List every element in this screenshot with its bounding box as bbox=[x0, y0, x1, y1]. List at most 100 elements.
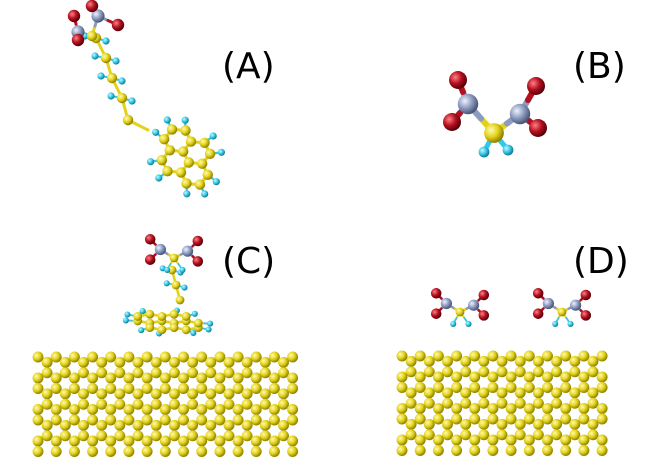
carbon-atom bbox=[405, 397, 417, 409]
carbon-atom bbox=[178, 351, 189, 363]
carbon-atom bbox=[396, 382, 408, 393]
carbon-atom bbox=[432, 403, 444, 414]
carbon-atom bbox=[268, 351, 280, 363]
carbon-atom bbox=[178, 414, 189, 426]
carbon-atom bbox=[123, 414, 135, 426]
carbon-atom bbox=[569, 418, 581, 430]
carbon-atom bbox=[542, 413, 553, 425]
hydrogen-atom bbox=[179, 266, 186, 273]
carbon-atom bbox=[396, 445, 408, 456]
carbon-atom bbox=[50, 435, 62, 447]
carbon-atom bbox=[268, 383, 280, 394]
carbon-atom bbox=[532, 429, 544, 441]
carbon-atom bbox=[157, 311, 167, 321]
carbon-atom bbox=[442, 387, 453, 399]
hydrogen-atom bbox=[567, 320, 574, 327]
carbon-atom bbox=[114, 356, 126, 368]
hydrogen-atom bbox=[181, 116, 189, 124]
panel-label-d: (D) bbox=[573, 241, 629, 282]
carbon-atom bbox=[181, 311, 191, 321]
hydrogen-atom bbox=[124, 311, 131, 318]
carbon-atom bbox=[197, 158, 208, 169]
carbon-atom bbox=[487, 445, 499, 456]
carbon-atom bbox=[405, 429, 417, 441]
carbon-atom bbox=[50, 446, 62, 457]
carbon-atom bbox=[168, 430, 180, 442]
carbon-atom bbox=[78, 430, 89, 442]
carbon-atom bbox=[159, 134, 170, 145]
carbon-atom bbox=[196, 446, 208, 457]
panel-label-b: (B) bbox=[573, 46, 626, 87]
carbon-atom bbox=[141, 383, 153, 394]
carbon-atom bbox=[68, 414, 80, 426]
carbon-atom bbox=[278, 398, 289, 410]
carbon-atom bbox=[122, 114, 134, 126]
carbon-atom bbox=[460, 418, 472, 430]
carbon-atom bbox=[250, 404, 262, 415]
carbon-atom bbox=[241, 388, 253, 400]
carbon-atom bbox=[414, 413, 426, 425]
carbon-atom bbox=[178, 383, 189, 394]
nitrogen-atom bbox=[91, 9, 105, 23]
carbon-atom bbox=[451, 371, 463, 383]
hydrogen-atom bbox=[152, 128, 160, 136]
carbon-atom bbox=[514, 355, 526, 367]
carbon-atom bbox=[432, 413, 444, 425]
carbon-atom bbox=[100, 52, 112, 64]
carbon-atom bbox=[199, 137, 210, 148]
carbon-atom bbox=[96, 430, 108, 442]
carbon-atom bbox=[205, 356, 217, 368]
carbon-atom bbox=[514, 387, 526, 399]
carbon-atom bbox=[133, 311, 143, 321]
carbon-atom bbox=[59, 367, 71, 379]
carbon-atom bbox=[204, 148, 216, 159]
carbon-atom bbox=[41, 398, 53, 410]
carbon-atom bbox=[514, 366, 526, 378]
carbon-atom bbox=[187, 388, 199, 400]
carbon-atom bbox=[96, 419, 108, 431]
carbon-atom bbox=[569, 397, 581, 409]
carbon-atom bbox=[551, 387, 563, 399]
carbon-atom bbox=[141, 414, 153, 426]
carbon-atom bbox=[469, 350, 481, 362]
carbon-atom bbox=[460, 387, 472, 399]
carbon-atom bbox=[478, 355, 490, 367]
carbon-atom bbox=[287, 351, 299, 363]
carbon-atom bbox=[114, 430, 126, 442]
oxygen-atom bbox=[527, 77, 545, 95]
hydrogen-atom bbox=[181, 284, 188, 291]
carbon-atom bbox=[96, 367, 108, 379]
carbon-atom bbox=[105, 351, 117, 363]
carbon-atom bbox=[587, 366, 599, 378]
carbon-atom bbox=[414, 445, 426, 456]
carbon-atom bbox=[523, 445, 535, 456]
carbon-atom bbox=[587, 397, 599, 409]
carbon-atom bbox=[542, 445, 553, 456]
nitrogen-atom bbox=[569, 299, 582, 311]
carbon-atom bbox=[278, 430, 289, 442]
carbon-atom bbox=[287, 446, 299, 457]
carbon-atom bbox=[171, 280, 181, 290]
carbon-atom bbox=[150, 430, 162, 442]
carbon-atom bbox=[132, 398, 144, 410]
carbon-atom bbox=[205, 367, 217, 379]
carbon-atom bbox=[178, 146, 189, 157]
carbon-atom bbox=[50, 351, 62, 363]
carbon-atom bbox=[287, 372, 299, 384]
carbon-atom bbox=[405, 418, 417, 430]
carbon-atom bbox=[123, 383, 135, 394]
carbon-atom bbox=[87, 383, 99, 394]
carbon-atom bbox=[432, 350, 444, 362]
carbon-atom bbox=[532, 387, 544, 399]
carbon-atom bbox=[478, 418, 490, 430]
carbon-atom bbox=[532, 397, 544, 409]
carbon-atom bbox=[78, 388, 89, 400]
hydrogen-atom bbox=[191, 310, 198, 317]
carbon-atom bbox=[460, 366, 472, 378]
carbon-atom bbox=[32, 435, 44, 447]
carbon-atom bbox=[551, 366, 563, 378]
carbon-atom bbox=[187, 356, 199, 368]
carbon-atom bbox=[596, 413, 608, 425]
carbon-atom bbox=[542, 403, 553, 414]
carbon-atom bbox=[423, 418, 435, 430]
